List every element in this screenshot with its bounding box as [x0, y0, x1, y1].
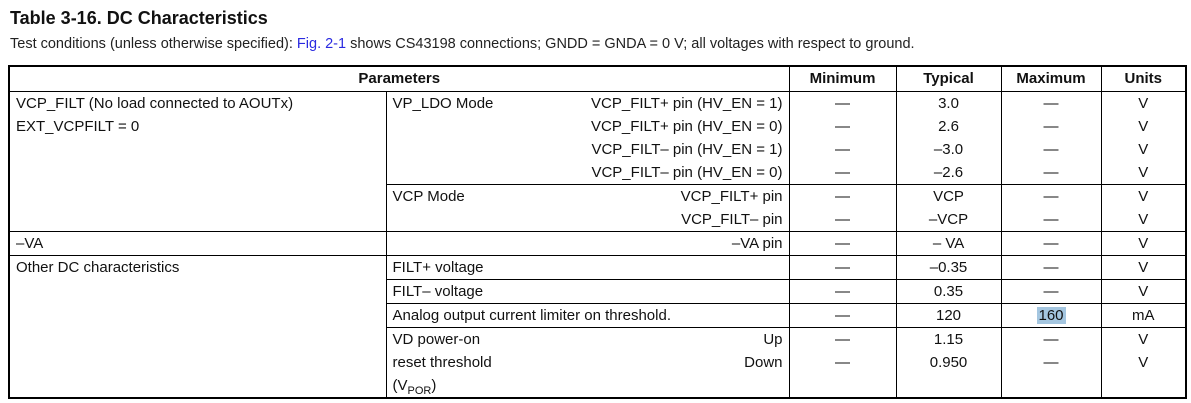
typ-cell: 2.6	[895, 115, 1002, 138]
unit-cell	[1100, 374, 1187, 398]
unit-cell: V	[1100, 161, 1187, 185]
header-minimum: Minimum	[788, 66, 897, 92]
vpor-label-cell: (VPOR)	[385, 374, 790, 398]
max-cell: —	[1000, 115, 1102, 138]
table-row: Analog output current limiter on thresho…	[9, 303, 1187, 328]
table-row: –VA –VA pin — – VA — V	[9, 231, 1187, 256]
max-cell: —	[1000, 184, 1102, 208]
unit-cell: V	[1100, 208, 1187, 232]
unit-cell: V	[1100, 351, 1187, 374]
min-cell: —	[788, 208, 897, 232]
header-row: Parameters Minimum Typical Maximum Units	[9, 66, 1187, 92]
min-cell	[788, 374, 897, 398]
max-cell: —	[1000, 208, 1102, 232]
mode-desc-cell: VP_LDO Mode VCP_FILT+ pin (HV_EN = 1)	[385, 91, 790, 115]
typ-cell: –0.35	[895, 255, 1002, 280]
table-row: (VPOR)	[9, 374, 1187, 398]
typ-cell: VCP	[895, 184, 1002, 208]
typ-cell: – VA	[895, 231, 1002, 256]
header-maximum: Maximum	[1000, 66, 1102, 92]
min-cell: —	[788, 184, 897, 208]
desc-cell: Analog output current limiter on thresho…	[385, 303, 790, 328]
vpor-subscript: POR	[407, 385, 432, 397]
min-cell: —	[788, 255, 897, 280]
min-cell: —	[788, 351, 897, 374]
header-typical: Typical	[895, 66, 1002, 92]
max-cell: —	[1000, 327, 1102, 351]
typ-cell: 0.950	[895, 351, 1002, 374]
max-cell: —	[1000, 231, 1102, 256]
min-cell: —	[788, 91, 897, 115]
desc-cell: VCP_FILT– pin (HV_EN = 0)	[385, 161, 790, 185]
table-row: reset threshold Down — 0.950 — V	[9, 351, 1187, 374]
header-units: Units	[1100, 66, 1187, 92]
param-group-vcp-filt: VCP_FILT (No load connected to AOUTx) EX…	[16, 95, 294, 135]
min-cell: —	[788, 138, 897, 161]
typ-cell: –3.0	[895, 138, 1002, 161]
unit-cell: V	[1100, 327, 1187, 351]
max-cell: —	[1000, 255, 1102, 280]
unit-cell: V	[1100, 279, 1187, 304]
table-title: Table 3-16. DC Characteristics	[10, 8, 268, 28]
table-row: VCP_FILT (No load connected to AOUTx) EX…	[9, 91, 1187, 135]
typ-cell: 1.15	[895, 327, 1002, 351]
dc-characteristics-table: Parameters Minimum Typical Maximum Units…	[8, 65, 1188, 399]
max-cell: —	[1000, 161, 1102, 185]
test-conditions: Test conditions (unless otherwise specif…	[10, 36, 1191, 52]
min-cell: —	[788, 161, 897, 185]
table-row: VD power-on Up — 1.15 — V	[9, 327, 1187, 351]
unit-cell: V	[1100, 115, 1187, 138]
max-cell: —	[1000, 91, 1102, 115]
min-cell: —	[788, 231, 897, 256]
desc-cell: VCP_FILT+ pin (HV_EN = 0)	[385, 115, 790, 138]
desc-cell: FILT+ voltage	[385, 255, 790, 280]
table-row: VCP_FILT– pin (HV_EN = 1) — –3.0 — V	[9, 138, 1187, 161]
desc-cell: VCP_FILT– pin	[385, 208, 790, 232]
unit-cell: mA	[1100, 303, 1187, 328]
max-cell	[1000, 374, 1102, 398]
table-row: VCP_FILT– pin (HV_EN = 0) — –2.6 — V	[9, 161, 1187, 185]
typ-cell: 3.0	[895, 91, 1002, 115]
mode-desc-cell: reset threshold Down	[385, 351, 790, 374]
min-cell: —	[788, 279, 897, 304]
typ-cell: –VCP	[895, 208, 1002, 232]
desc-cell: VCP_FILT– pin (HV_EN = 1)	[385, 138, 790, 161]
table-row: Other DC characteristics FILT+ voltage —…	[9, 255, 1187, 398]
max-cell: —	[1000, 138, 1102, 161]
desc-cell: –VA pin	[385, 231, 790, 256]
max-cell: 160	[1000, 303, 1102, 328]
typ-cell: 0.35	[895, 279, 1002, 304]
desc-cell: FILT– voltage	[385, 279, 790, 304]
min-cell: —	[788, 327, 897, 351]
unit-cell: V	[1100, 184, 1187, 208]
unit-cell: V	[1100, 255, 1187, 280]
test-conditions-prefix: Test conditions (unless otherwise specif…	[10, 36, 297, 52]
typ-cell: –2.6	[895, 161, 1002, 185]
unit-cell: V	[1100, 91, 1187, 115]
table-row: VCP_FILT+ pin (HV_EN = 0) — 2.6 — V	[9, 115, 1187, 138]
max-cell: —	[1000, 351, 1102, 374]
min-cell: —	[788, 115, 897, 138]
table-row: VCP Mode VCP_FILT+ pin — VCP — V	[9, 184, 1187, 208]
table-row: VCP_FILT– pin — –VCP — V	[9, 208, 1187, 232]
param-cell-neg-va: –VA	[9, 231, 386, 256]
mode-desc-cell: VCP Mode VCP_FILT+ pin	[385, 184, 790, 208]
typ-cell: 120	[895, 303, 1002, 328]
unit-cell: V	[1100, 231, 1187, 256]
header-parameters: Parameters	[9, 66, 790, 92]
max-cell: —	[1000, 279, 1102, 304]
mode-desc-cell: VD power-on Up	[385, 327, 790, 351]
test-conditions-suffix: shows CS43198 connections; GNDD = GNDA =…	[346, 36, 915, 52]
highlighted-max-value: 160	[1036, 307, 1066, 324]
table-row: FILT– voltage — 0.35 — V	[9, 279, 1187, 304]
unit-cell: V	[1100, 138, 1187, 161]
min-cell: —	[788, 303, 897, 328]
param-group-other-dc: Other DC characteristics	[9, 255, 386, 398]
fig-2-1-link[interactable]: Fig. 2-1	[296, 36, 347, 52]
typ-cell	[895, 374, 1002, 398]
